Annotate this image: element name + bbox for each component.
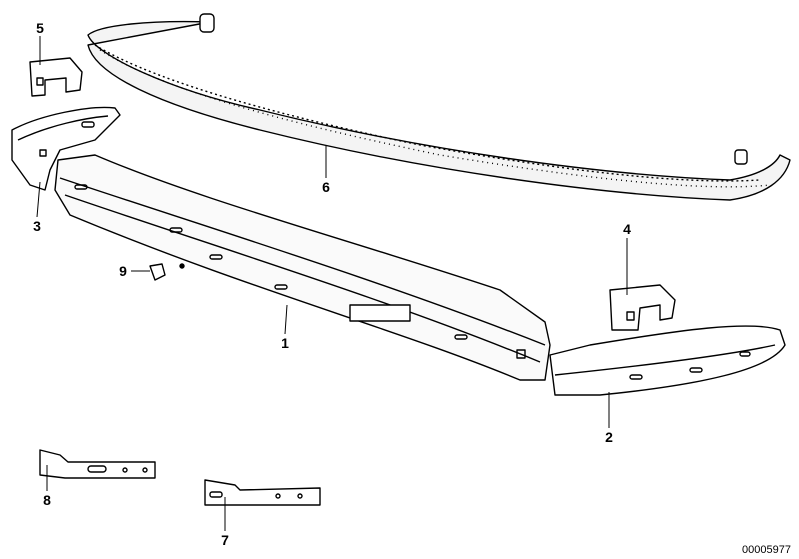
callout-1: 1 [281,335,289,351]
callout-8: 8 [43,492,51,508]
part-4-bracket [609,284,676,331]
part-1-main-bumper [54,154,551,381]
part-8-mounting-bracket [39,449,156,479]
part-3-left-corner [11,106,121,191]
callout-6: 6 [322,179,330,195]
part-9-clip [149,263,185,281]
callout-4: 4 [623,221,631,237]
callout-7: 7 [221,532,229,548]
callout-3: 3 [33,218,41,234]
leader-lines [36,36,628,531]
part-6-rubber-strip [87,13,791,201]
part-2-right-corner [549,325,786,396]
part-5-bracket [29,57,83,97]
callout-5: 5 [36,20,44,36]
reference-number: 00005977 [742,544,791,556]
callout-9: 9 [119,263,127,279]
callout-2: 2 [605,429,613,445]
part-7-mounting-bracket [204,479,321,506]
